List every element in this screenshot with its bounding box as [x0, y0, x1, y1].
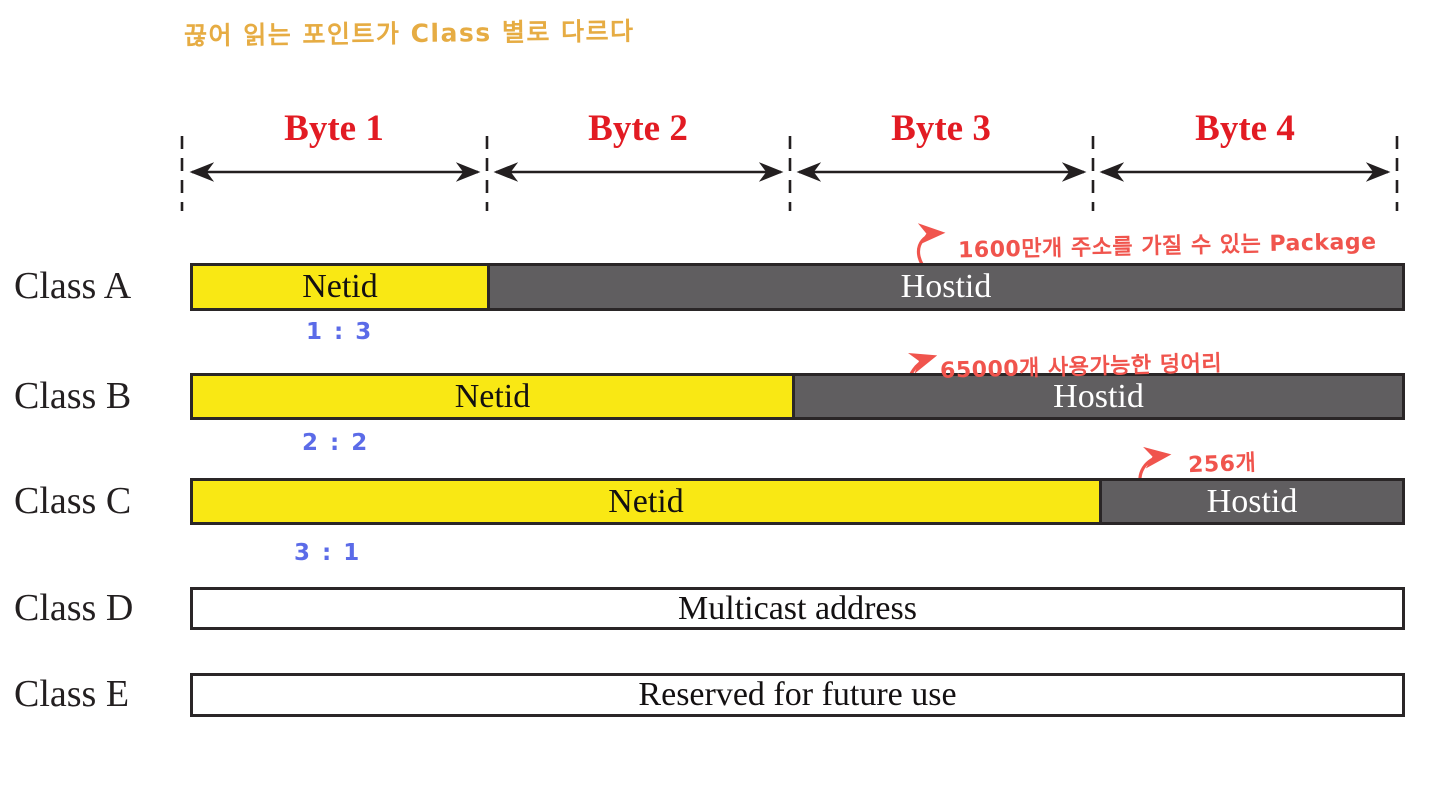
- class-a-netid-segment: Netid: [190, 263, 490, 311]
- class-c-hostid-segment: Hostid: [1102, 478, 1405, 525]
- class-e-bar: Reserved for future use: [190, 673, 1405, 717]
- class-c-annotation: 256개: [1187, 450, 1257, 479]
- class-a-netid-text: Netid: [302, 268, 378, 305]
- class-c-netid-segment: Netid: [190, 478, 1102, 525]
- class-c-ratio-note: 3 : 1: [294, 540, 362, 566]
- class-e-label: Class E: [14, 673, 130, 715]
- class-a-hostid-text: Hostid: [900, 268, 992, 305]
- class-b-hostid-text: Hostid: [1053, 377, 1144, 415]
- class-a-bar: Netid Hostid: [190, 263, 1405, 311]
- class-b-ratio-note: 2 : 2: [302, 430, 370, 456]
- byte-boundary-ticks: [180, 136, 1399, 211]
- class-c-label: Class C: [14, 480, 132, 522]
- class-a-label: Class A: [14, 265, 132, 307]
- class-c-netid-text: Netid: [608, 482, 684, 520]
- byte-label-3: Byte 3: [891, 108, 991, 149]
- class-d-bar: Multicast address: [190, 587, 1405, 630]
- class-c-bar: Netid Hostid: [190, 478, 1405, 525]
- class-e-text: Reserved for future use: [638, 676, 957, 713]
- class-d-label: Class D: [14, 587, 134, 629]
- byte-label-2: Byte 2: [588, 108, 688, 149]
- class-b-netid-text: Netid: [454, 377, 531, 415]
- byte-label-4: Byte 4: [1195, 108, 1295, 149]
- class-b-label: Class B: [14, 375, 132, 417]
- class-b-netid-segment: Netid: [190, 373, 795, 420]
- top-annotation: 끊어 읽는 포인트가 Class 별로 다르다: [183, 16, 635, 51]
- byte-label-1: Byte 1: [284, 108, 384, 149]
- class-d-text: Multicast address: [678, 589, 917, 627]
- class-a-hostid-segment: Hostid: [490, 263, 1405, 311]
- class-b-hostid-segment: Hostid: [795, 373, 1405, 420]
- class-e-segment: Reserved for future use: [190, 673, 1405, 717]
- class-d-segment: Multicast address: [190, 587, 1405, 630]
- class-a-ratio-note: 1 : 3: [306, 319, 374, 345]
- class-c-hostid-text: Hostid: [1206, 482, 1298, 520]
- class-b-bar: Netid Hostid: [190, 373, 1405, 420]
